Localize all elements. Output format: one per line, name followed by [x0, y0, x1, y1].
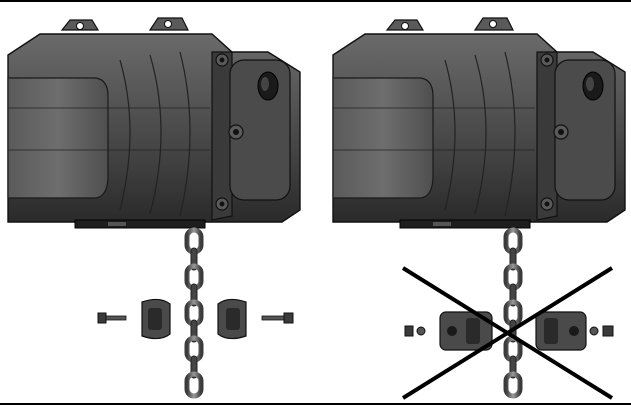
panel-correct: [7, 17, 301, 396]
bolt-left-icon: [97, 312, 127, 324]
load-chain-icon: [187, 230, 201, 396]
bolt-left-icon: [404, 325, 426, 337]
chain-stopper-right-icon: [217, 298, 247, 340]
chain-stopper-left-icon: [141, 298, 171, 340]
hoist-body-icon: [332, 17, 626, 229]
cross-mark-icon: [401, 266, 614, 400]
chain-stopper-left-icon: [439, 311, 493, 351]
bolt-right-icon: [589, 325, 614, 337]
hoist-body-icon: [7, 17, 301, 229]
bolt-right-icon: [261, 312, 294, 324]
panel-incorrect: [332, 17, 626, 400]
chain-stopper-right-icon: [535, 311, 587, 351]
load-chain-icon: [506, 230, 520, 396]
